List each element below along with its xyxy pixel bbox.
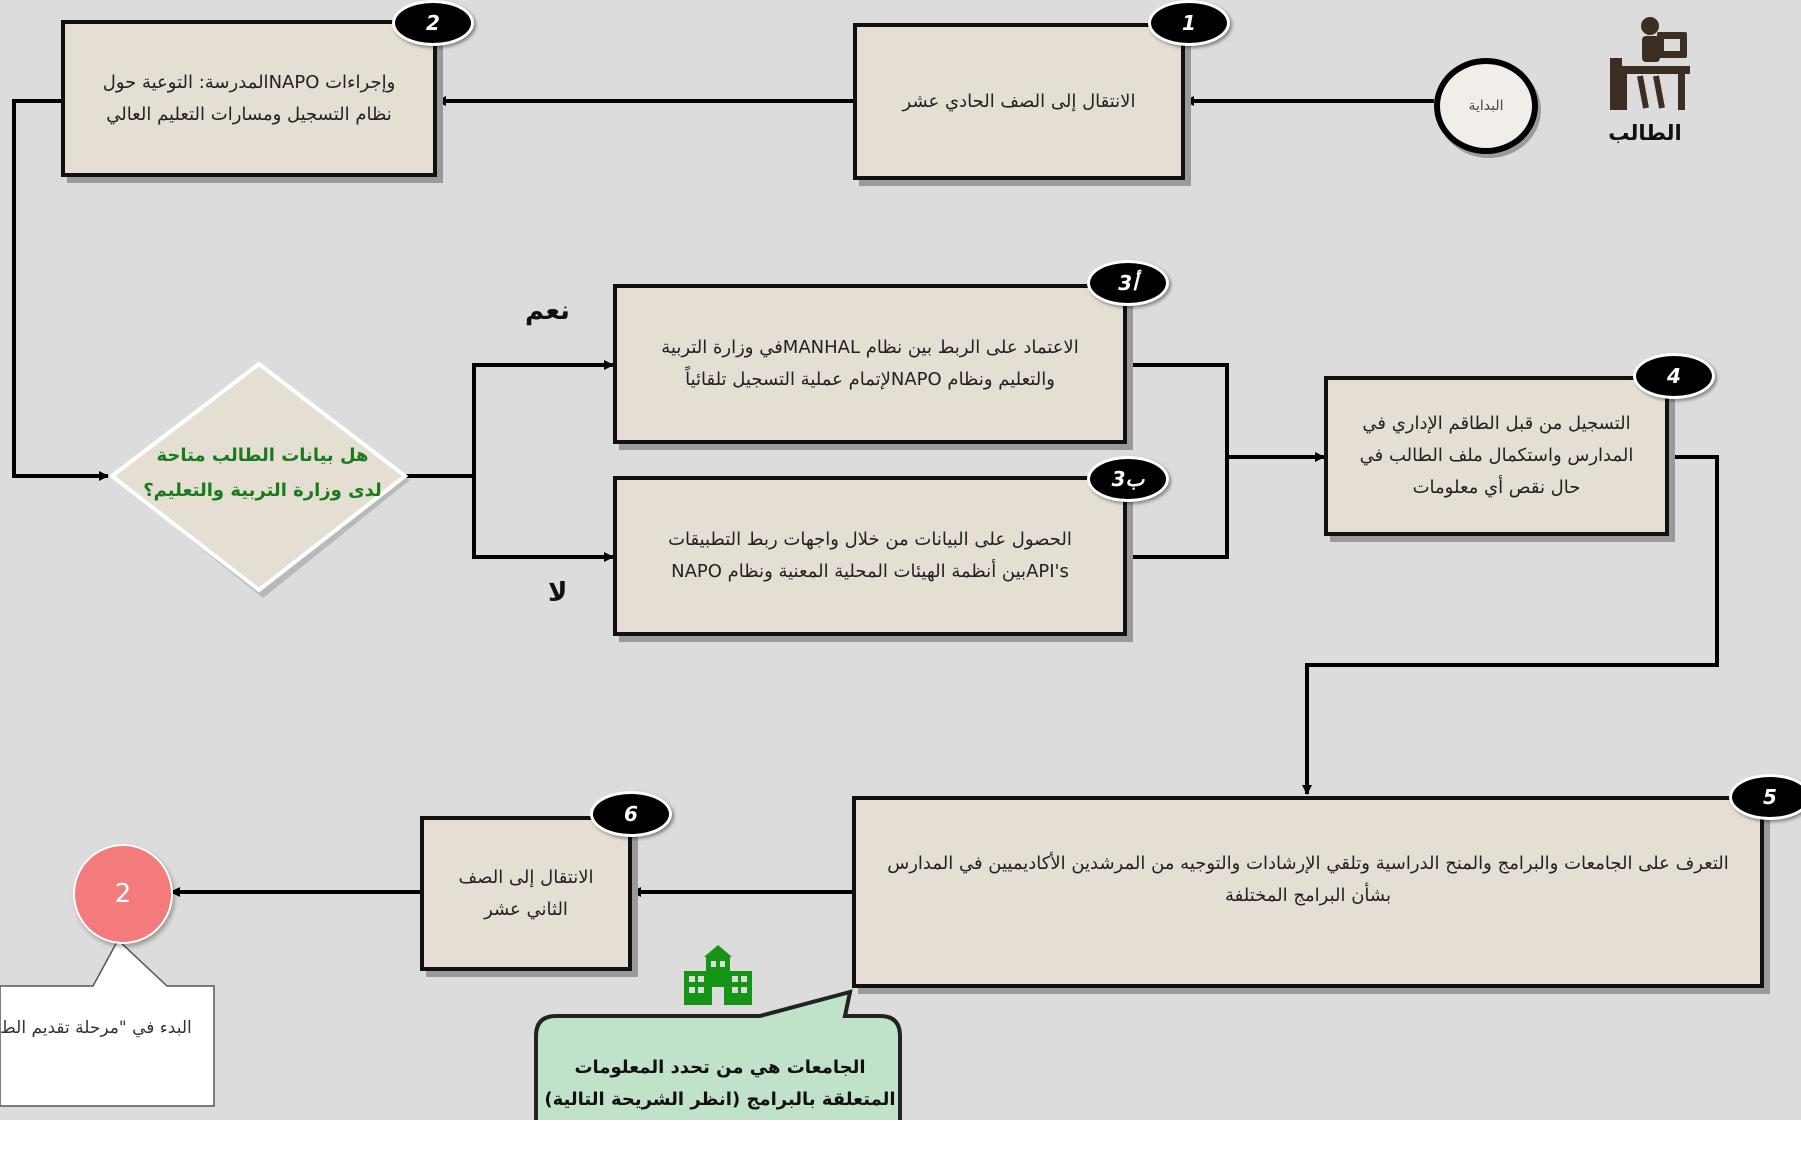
arrow-step4-to-step5 bbox=[1302, 455, 1719, 795]
arrow-decision-yes bbox=[405, 360, 614, 478]
university-note-text: الجامعات هي من تحدد المعلومات المتعلقة ب… bbox=[544, 1057, 896, 1110]
step-4-badge: 4 bbox=[1633, 353, 1715, 399]
step-6-badge: 6 bbox=[590, 791, 672, 837]
step-2-text: وإجراءات NAPOالمدرسة: التوعية حول نظام ا… bbox=[102, 71, 396, 125]
step-3b-text: الحصول على البيانات من خلال واجهات ربط ا… bbox=[668, 529, 1072, 582]
next-stage-callout-text: البدء في "مرحلة تقديم الط bbox=[0, 1018, 192, 1038]
step-3a-badge: 3أ bbox=[1087, 260, 1169, 306]
university-building-icon bbox=[680, 943, 756, 1007]
step-3a-text: الاعتماد على الربط بين نظام MANHALفي وزا… bbox=[661, 337, 1079, 390]
step-5-text: التعرف على الجامعات والبرامج والمنح الدر… bbox=[887, 853, 1729, 906]
arrow-3a-merge bbox=[1127, 363, 1229, 559]
student-desk-icon bbox=[1602, 12, 1690, 112]
next-page-circle[interactable]: 2 bbox=[73, 844, 173, 944]
step-5-badge: 5 bbox=[1729, 774, 1801, 820]
step-2-box: وإجراءات NAPOالمدرسة: التوعية حول نظام ا… bbox=[61, 20, 437, 177]
step-4-box: التسجيل من قبل الطاقم الإداري في المدارس… bbox=[1324, 376, 1669, 536]
step-1-badge: 1 bbox=[1148, 0, 1230, 46]
step-2-badge: 2 bbox=[392, 0, 474, 46]
decision-yes-label: نعم bbox=[525, 296, 570, 326]
step-5-box: التعرف على الجامعات والبرامج والمنح الدر… bbox=[852, 796, 1764, 988]
arrow-decision-no bbox=[472, 476, 614, 562]
step-3b-box: الحصول على البيانات من خلال واجهات ربط ا… bbox=[613, 476, 1127, 636]
step-6-text: الانتقال إلى الصف الثاني عشر bbox=[458, 866, 594, 920]
start-label: البداية bbox=[1468, 98, 1504, 114]
decision-diamond bbox=[108, 361, 409, 593]
step-1-text: الانتقال إلى الصف الحادي عشر bbox=[902, 90, 1136, 112]
step-3a-box: الاعتماد على الربط بين نظام MANHALفي وزا… bbox=[613, 284, 1127, 444]
step-6-box: الانتقال إلى الصف الثاني عشر bbox=[420, 816, 632, 971]
step-3b-badge: 3ب bbox=[1087, 456, 1169, 502]
decision-question: هل بيانات الطالب متاحة لدى وزارة التربية… bbox=[143, 445, 382, 501]
next-stage-callout-shape bbox=[0, 938, 215, 1107]
slide-bottom-bar bbox=[0, 1120, 1801, 1161]
decision-no-label: لا bbox=[548, 578, 568, 608]
actor-label: الطالب bbox=[1608, 121, 1682, 145]
step-4-text: التسجيل من قبل الطاقم الإداري في المدارس… bbox=[1359, 413, 1634, 498]
start-node: البداية bbox=[1434, 58, 1538, 154]
arrow-step2-to-decision bbox=[12, 99, 109, 481]
step-1-box: الانتقال إلى الصف الحادي عشر bbox=[853, 23, 1185, 180]
